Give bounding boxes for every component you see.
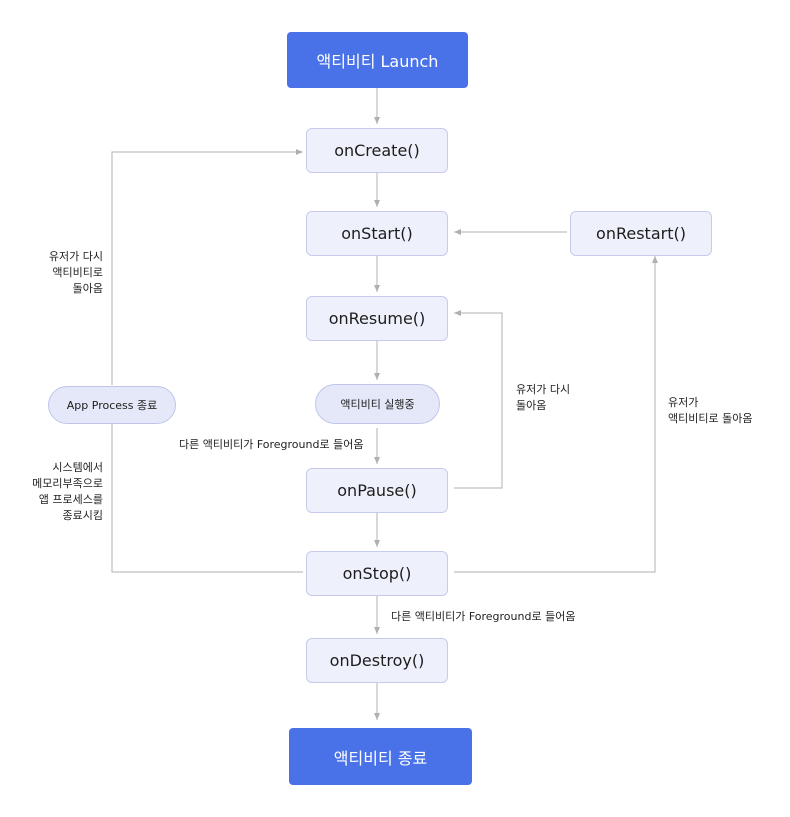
line-onstop-to-appprocess (111, 423, 303, 573)
arrow-appprocess-to-oncreate (111, 149, 303, 385)
oncreate-node: onCreate() (306, 128, 448, 173)
label-user-returns-left: 유저가 다시 액티비티로 돌아옴 (48, 250, 103, 295)
arrow-onpause-to-onresume (454, 310, 503, 489)
onrestart-node: onRestart() (570, 211, 712, 256)
arrow-onstop-to-onrestart (454, 256, 658, 573)
label-user-returns-right: 유저가 액티비티로 돌아옴 (668, 396, 753, 425)
label-other-activity-foreground-1: 다른 액티비티가 Foreground로 들어옴 (179, 438, 364, 451)
app-process-killed-node: App Process 종료 (48, 386, 176, 424)
label-other-activity-foreground-2: 다른 액티비티가 Foreground로 들어옴 (391, 610, 576, 623)
onstop-node: onStop() (306, 551, 448, 596)
activity-launch-node: 액티비티 Launch (287, 32, 468, 88)
label-memory-low-kill: 시스템에서 메모리부족으로 앱 프로세스를 종료시킴 (32, 461, 103, 522)
onstart-node: onStart() (306, 211, 448, 256)
onpause-node: onPause() (306, 468, 448, 513)
ondestroy-node: onDestroy() (306, 638, 448, 683)
activity-shutdown-node: 액티비티 종료 (289, 728, 472, 785)
onresume-node: onResume() (306, 296, 448, 341)
activity-running-node: 액티비티 실행중 (315, 384, 440, 424)
label-user-returns-mid: 유저가 다시 돌아옴 (516, 383, 571, 412)
